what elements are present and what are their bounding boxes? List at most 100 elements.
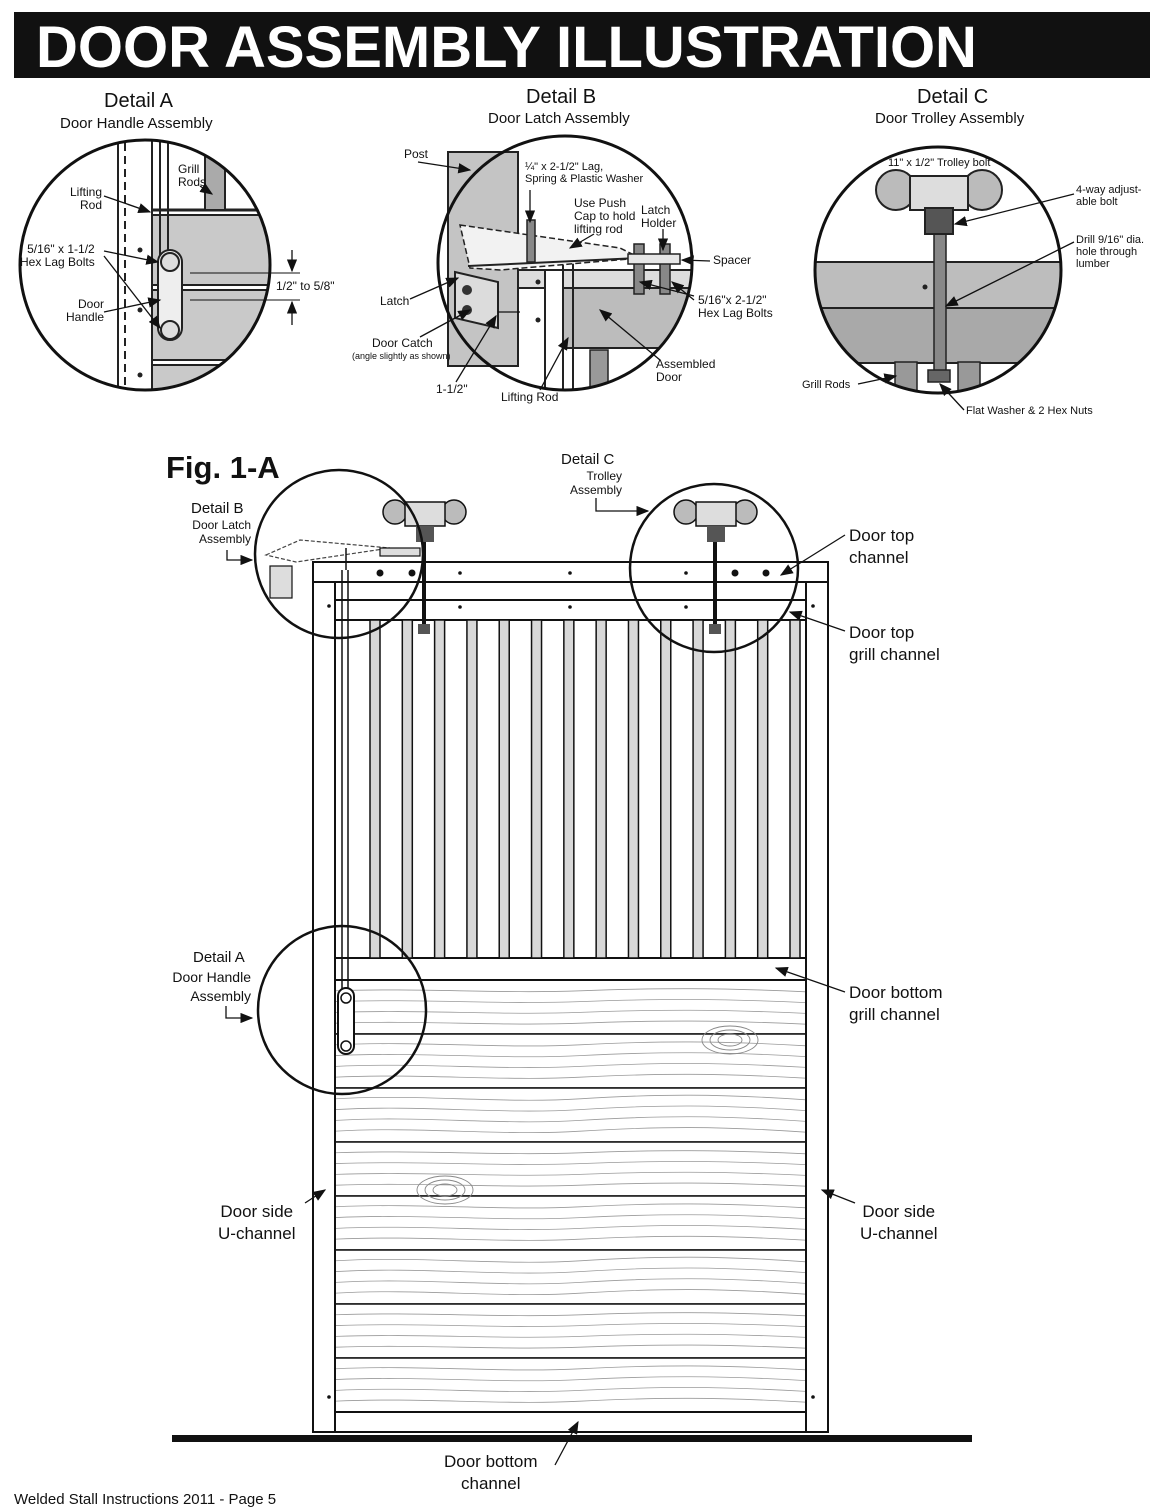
detail-b-door-catch-note: (angle slightly as shown): [352, 351, 451, 361]
wood-knot: [424, 1179, 466, 1201]
detail-b-lifting-rod-label: Lifting Rod: [501, 390, 559, 404]
detail-c-adjustable-bolt-label: 4-way adjust- able bolt: [1076, 184, 1142, 208]
detail-a-gap-label: 1/2" to 5/8": [276, 279, 335, 293]
detail-c-washer-nuts-label: Flat Washer & 2 Hex Nuts: [966, 405, 1093, 417]
wood-grain: [336, 1256, 806, 1263]
wood-grain: [336, 1376, 806, 1382]
wood-plank: [336, 1033, 806, 1089]
wood-grain: [336, 1289, 806, 1296]
wood-grain: [336, 1161, 806, 1165]
grill-rod: [724, 619, 737, 959]
detail-b-assembled-door-label: Assembled Door: [656, 357, 716, 384]
grill-rod: [466, 619, 478, 959]
wood-grain: [336, 988, 806, 993]
fig-detail-c-sub: Trolley Assembly: [569, 469, 622, 497]
fig-detail-b-title: Detail B: [191, 500, 244, 517]
wood-knot: [432, 1183, 458, 1197]
wood-knot: [717, 1033, 743, 1047]
grill-rod: [756, 619, 769, 959]
door-bottom-grill-channel-label: Door bottom grill channel: [849, 983, 943, 1024]
wood-grain: [336, 1171, 806, 1176]
grill-rod: [627, 619, 640, 959]
detail-b-spacer-label: Spacer: [713, 253, 752, 267]
detail-b-subheading: Door Latch Assembly: [488, 110, 630, 127]
fig-detail-b-sub: Door Latch Assembly: [192, 518, 251, 546]
grill-rod: [563, 619, 575, 959]
wood-grain: [336, 1182, 806, 1187]
wood-grain: [336, 1344, 806, 1349]
detail-b-latch-holder-label: Latch Holder: [641, 203, 677, 230]
main-door-figure: [172, 468, 972, 1466]
detail-b-post-label: Post: [404, 147, 429, 161]
grill-rod: [433, 619, 446, 959]
grill-rod: [498, 619, 510, 959]
door-side-left-label: Door side U-channel: [218, 1202, 296, 1243]
detail-a-drawing: [18, 138, 300, 392]
wood-grain: [336, 1267, 806, 1274]
door-top-grill-channel-label: Door top grill channel: [849, 623, 940, 664]
wood-grain: [336, 1225, 806, 1230]
wood-grain: [336, 1116, 806, 1123]
floor-line: [172, 1435, 972, 1442]
detail-a-callout-circle: [256, 924, 428, 1096]
figure-title: Fig. 1-A: [166, 450, 280, 485]
wood-grain: [336, 1041, 806, 1047]
door-top-channel-label: Door top channel: [849, 526, 915, 567]
wood-grain: [336, 1105, 806, 1112]
fig-detail-a-sub: Door Handle Assembly: [172, 969, 251, 1004]
wood-grain: [336, 1323, 806, 1327]
detail-c-subheading: Door Trolley Assembly: [875, 110, 1025, 127]
wood-plank: [336, 1303, 806, 1359]
door-bottom-grill-channel: [334, 957, 807, 981]
wood-plank: [336, 1141, 806, 1197]
wood-grain: [336, 999, 806, 1003]
latch-mini: [264, 539, 421, 599]
detail-a-heading: Detail A: [104, 90, 173, 112]
header-banner: DOOR ASSEMBLY ILLUSTRATION: [14, 12, 1150, 80]
detail-c-callout-circle: [628, 482, 800, 654]
wood-grain: [336, 1009, 806, 1014]
wood-grain: [336, 1127, 806, 1134]
trolley-right: [673, 499, 758, 634]
wood-plank: [336, 1249, 806, 1305]
grill-rod: [401, 619, 414, 959]
wood-grain: [336, 1150, 806, 1155]
wood-grain: [336, 1365, 806, 1371]
detail-a-grill-rods-label: Grill Rods: [178, 162, 207, 189]
wood-plank: [336, 1087, 806, 1143]
door-bottom-channel: [334, 1411, 807, 1433]
detail-b-offset-label: 1-1/2": [436, 382, 468, 396]
detail-b-latch-label: Latch: [380, 294, 410, 308]
wood-knot: [701, 1025, 759, 1055]
detail-c-drawing: [813, 145, 1075, 411]
wood-grain: [336, 1020, 806, 1025]
wood-grain: [336, 1333, 806, 1338]
wood-grain: [336, 1387, 806, 1392]
detail-a-lifting-rod-label: Lifting Rod: [70, 185, 103, 212]
detail-b-lag-spring-label: ¼" x 2-1/2" Lag, Spring & Plastic Washer: [525, 161, 644, 185]
wood-grain: [336, 1312, 806, 1317]
detail-b-callout-circle: [253, 468, 425, 640]
fig-detail-c-title: Detail C: [561, 451, 615, 468]
wood-grain: [336, 1397, 806, 1403]
wood-grain: [336, 1073, 806, 1079]
page-title: DOOR ASSEMBLY ILLUSTRATION: [36, 15, 977, 80]
detail-c-heading: Detail C: [917, 86, 989, 108]
detail-b-drawing: [409, 134, 711, 392]
wood-knot: [416, 1175, 474, 1205]
fig-detail-a-title: Detail A: [193, 949, 245, 966]
grill-rod: [595, 619, 607, 959]
wood-plank: [336, 1195, 806, 1251]
grill-rod: [660, 619, 672, 959]
detail-a-hex-lag-bolts-label: 5/16" x 1-1/2 Hex Lag Bolts: [20, 242, 95, 269]
wood-planks: [336, 980, 806, 1412]
wood-knot: [709, 1029, 751, 1051]
detail-b-heading: Detail B: [526, 86, 597, 108]
door-side-right-channel: [805, 561, 829, 1433]
detail-b-door-catch-label: Door Catch: [372, 336, 433, 350]
grill-rod: [530, 619, 543, 959]
detail-a-subheading: Door Handle Assembly: [60, 115, 213, 132]
door-top-grill-channel: [334, 599, 807, 621]
door-side-left-channel: [312, 561, 336, 1433]
